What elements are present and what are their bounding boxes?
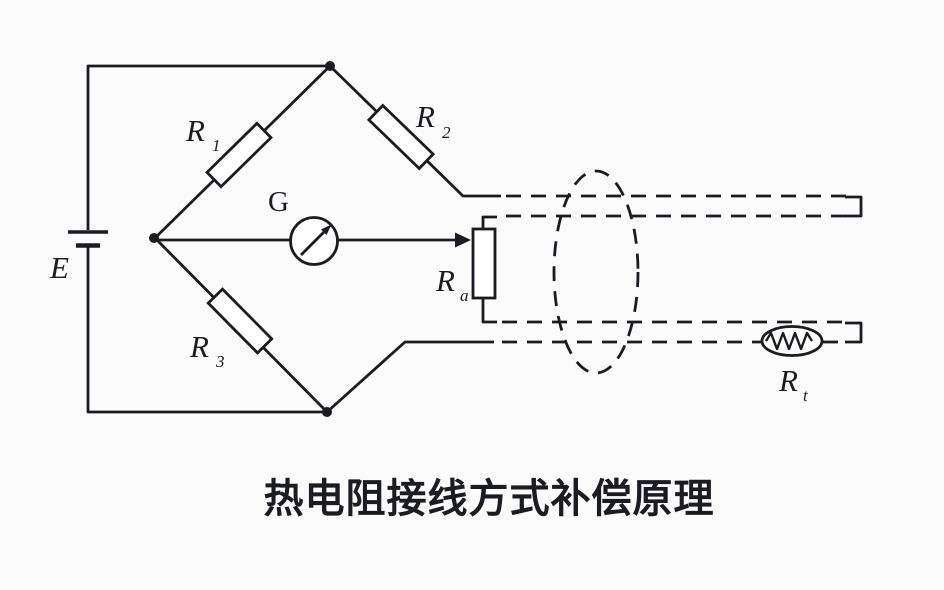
supply-loop-wire — [86, 64, 330, 414]
r1-subscript: 1 — [212, 136, 221, 155]
bottom-lead-wire — [326, 340, 494, 414]
wiper-arrowhead — [455, 232, 471, 248]
r2-label: R — [415, 99, 435, 134]
terminal-bracket-top — [845, 195, 863, 218]
resistor-r2 — [366, 103, 436, 171]
cable-sheath-ellipse — [552, 169, 640, 375]
ra-subscript: a — [460, 286, 469, 305]
bridge-arm-r2-wire — [329, 64, 501, 198]
ra-label: R — [435, 263, 455, 298]
r2-subscript: 2 — [442, 123, 451, 142]
r3-subscript: 3 — [215, 352, 225, 371]
galvanometer-label: G — [268, 186, 289, 218]
node-top — [325, 61, 335, 71]
node-bottom — [322, 407, 332, 417]
galvanometer-needle — [300, 228, 328, 256]
terminal-bracket-bottom — [845, 321, 863, 344]
resistor-r3 — [206, 287, 274, 355]
galvanometer-needle-head — [321, 224, 332, 235]
node-left — [149, 233, 159, 243]
ra-top-lead — [481, 215, 497, 229]
resistor-r1 — [205, 121, 273, 189]
battery-label: E — [49, 250, 69, 285]
diagram-title: 热电阻接线方式补偿原理 — [264, 477, 715, 521]
resistor-ra — [471, 227, 497, 300]
r1-label: R — [185, 113, 205, 148]
r3-label: R — [189, 329, 209, 364]
rt-label: R — [778, 363, 798, 398]
resistor-rt-zigzag — [764, 331, 814, 351]
ra-bottom-lead — [481, 298, 497, 324]
rt-subscript: t — [803, 386, 809, 405]
